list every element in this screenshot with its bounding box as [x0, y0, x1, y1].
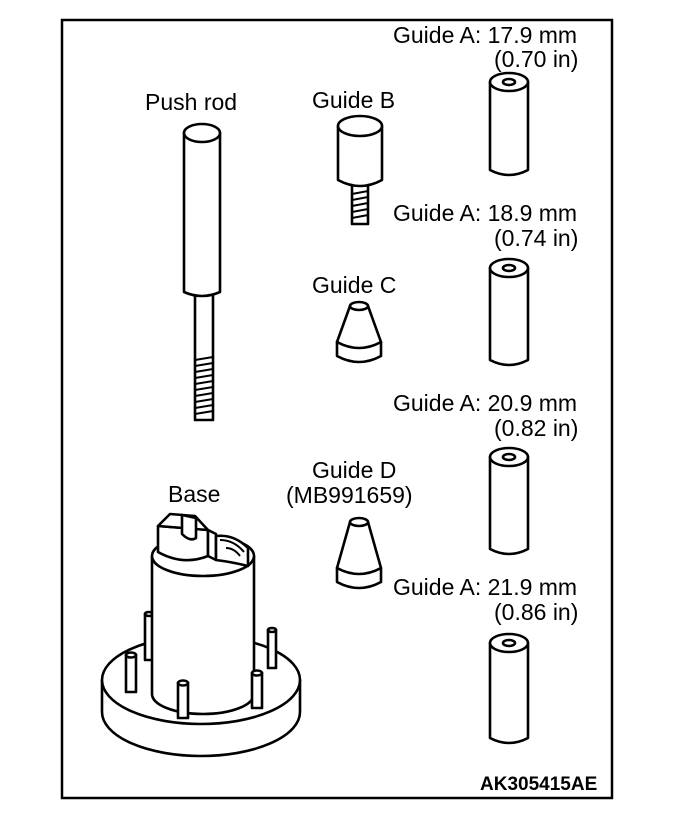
guide-c-label: Guide C	[312, 272, 396, 298]
guide-c-drawing	[335, 300, 383, 364]
guide-b-label: Guide B	[312, 87, 395, 113]
guide-d-part-number: (MB991659)	[286, 482, 413, 508]
guide-a-tube-4	[488, 632, 530, 745]
guide-a-1-inch: (0.70 in)	[494, 46, 578, 72]
guide-a-3-label: Guide A: 20.9 mm	[393, 390, 577, 416]
guide-a-4-inch: (0.86 in)	[494, 599, 578, 625]
guide-a-1-label: Guide A: 17.9 mm	[393, 22, 577, 48]
guide-d-label: Guide D	[312, 457, 396, 483]
guide-d-drawing	[335, 516, 383, 590]
guide-a-tube-2	[488, 257, 530, 367]
base-label: Base	[168, 481, 220, 507]
push-rod-drawing	[182, 122, 222, 422]
guide-a-tube-3	[488, 446, 530, 556]
guide-a-2-label: Guide A: 18.9 mm	[393, 200, 577, 226]
guide-a-2-inch: (0.74 in)	[494, 225, 578, 251]
guide-b-drawing	[336, 114, 384, 226]
base-drawing	[100, 512, 302, 758]
figure-code: AK305415AE	[480, 774, 597, 795]
push-rod-label: Push rod	[145, 89, 237, 115]
guide-a-tube-1	[488, 71, 530, 177]
guide-a-4-label: Guide A: 21.9 mm	[393, 574, 577, 600]
guide-a-3-inch: (0.82 in)	[494, 415, 578, 441]
